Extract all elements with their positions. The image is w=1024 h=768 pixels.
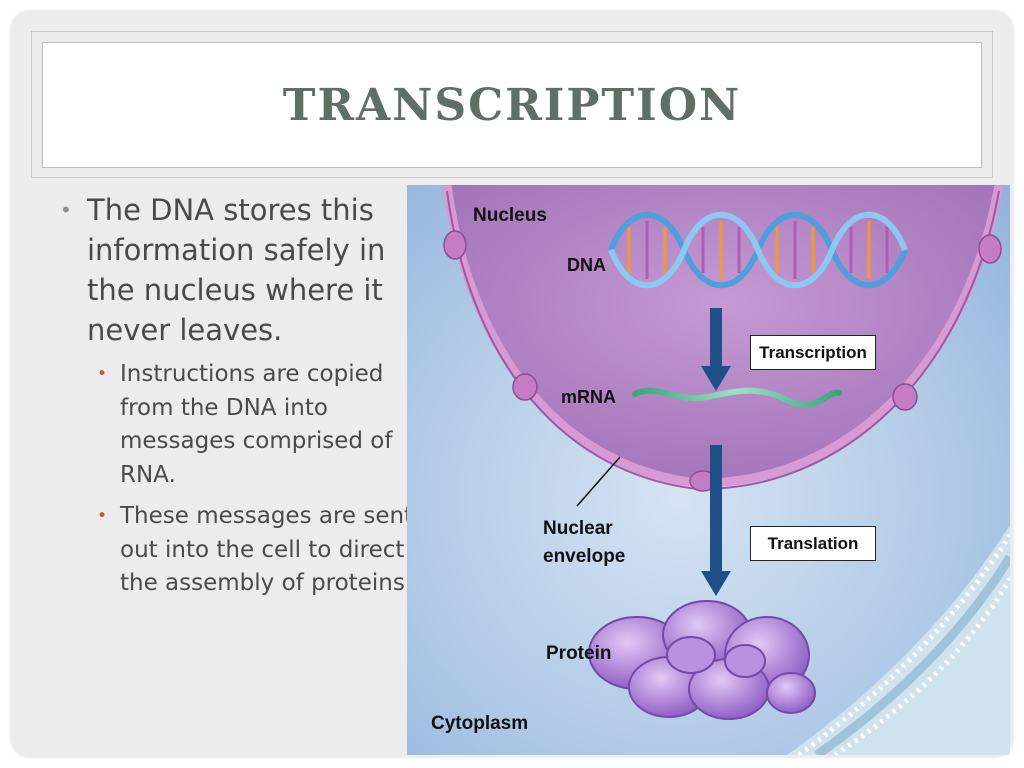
dna-helix: [608, 211, 908, 289]
sub-bullet-text: Instructions are copied from the DNA int…: [120, 361, 393, 488]
protein: [588, 600, 816, 720]
nuclear-envelope-pointer: [576, 456, 621, 507]
transcription-arrow: [701, 308, 731, 391]
sub-bullet-dot-icon: •: [97, 364, 108, 384]
mrna-strand: [632, 387, 842, 408]
sub-bullet: • These messages are sent out into the c…: [60, 500, 420, 601]
sub-bullet: • Instructions are copied from the DNA i…: [60, 358, 420, 492]
bullet-main: • The DNA stores this information safely…: [60, 190, 420, 350]
label-mrna: mRNA: [561, 387, 617, 407]
translation-arrow: [701, 445, 731, 596]
diagram-artwork: [407, 185, 1010, 755]
cell-membrane: [787, 525, 1010, 755]
sub-bullet-text: These messages are sent out into the cel…: [120, 503, 414, 596]
slide-title: TRANSCRIPTION: [282, 79, 742, 131]
bullet-dot-icon: •: [60, 198, 72, 222]
nuclear-pores: [443, 230, 1002, 492]
sub-bullet-dot-icon: •: [97, 506, 108, 526]
label-protein: Protein: [546, 643, 612, 664]
label-translation: Translation: [750, 526, 876, 561]
label-transcription: Transcription: [750, 335, 876, 370]
bullet-main-text: The DNA stores this information safely i…: [87, 193, 386, 347]
label-nuclear-envelope-line2: envelope: [543, 546, 626, 567]
label-dna: DNA: [567, 255, 606, 275]
title-box: TRANSCRIPTION: [42, 42, 982, 168]
label-nuclear-envelope-line1: Nuclear: [543, 518, 613, 539]
transcription-diagram: Nucleus DNA mRNA Transcription Nuclear e…: [407, 185, 1010, 755]
nucleus: [442, 185, 1004, 492]
label-cytoplasm: Cytoplasm: [431, 713, 529, 734]
label-nucleus: Nucleus: [473, 205, 547, 226]
bullet-list: • The DNA stores this information safely…: [60, 190, 420, 601]
label-nuclear-envelope: Nuclear envelope: [543, 515, 625, 571]
title-frame: [31, 31, 993, 178]
